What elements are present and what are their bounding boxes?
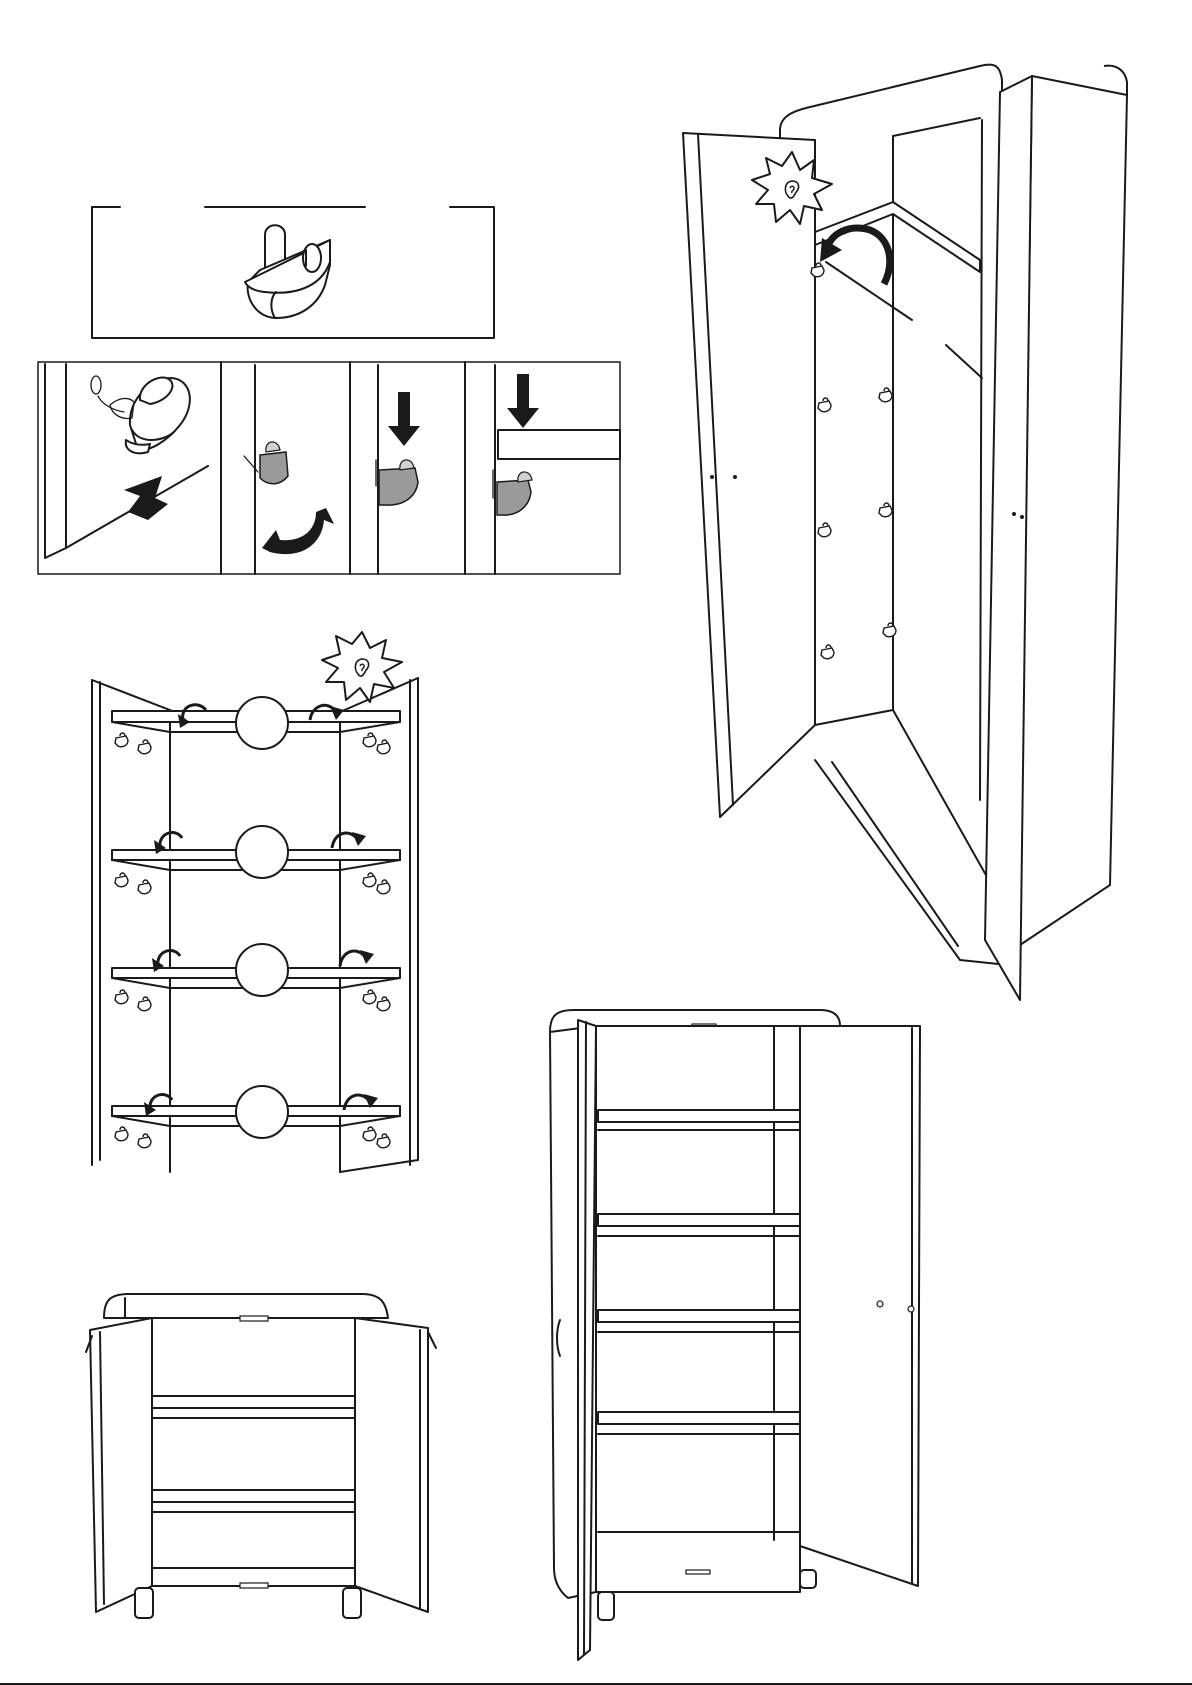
- tall-cabinet-open-door: [683, 65, 1127, 1000]
- arrow-down-icon: [388, 392, 420, 446]
- curved-arrow-icon: [262, 508, 334, 554]
- shelf-on-peg-icon: [493, 470, 532, 515]
- step-rotate-clip: [244, 365, 334, 574]
- shelf-row-4: [112, 1086, 400, 1148]
- insert-peg-icon: [110, 378, 190, 454]
- tall-cabinet-finished: [550, 1010, 920, 1660]
- rotate-clip-icon: [244, 442, 288, 484]
- step-insert-peg: [45, 364, 208, 558]
- detail-box: [92, 207, 494, 338]
- shelf-support-peg-icon: [245, 225, 330, 318]
- step-push-down: [376, 365, 420, 574]
- listen-click-icon: [322, 632, 402, 702]
- arrow-up-right-icon: [124, 476, 168, 520]
- low-cabinet-finished: [86, 1294, 436, 1618]
- step-place-shelf: [493, 365, 620, 574]
- shelf-row-2: [112, 826, 400, 894]
- shelf-row-3: [112, 944, 400, 1011]
- step-strip: [38, 362, 620, 574]
- arrow-down-icon: [507, 374, 539, 428]
- shelf-insertion-diagram: [92, 632, 418, 1172]
